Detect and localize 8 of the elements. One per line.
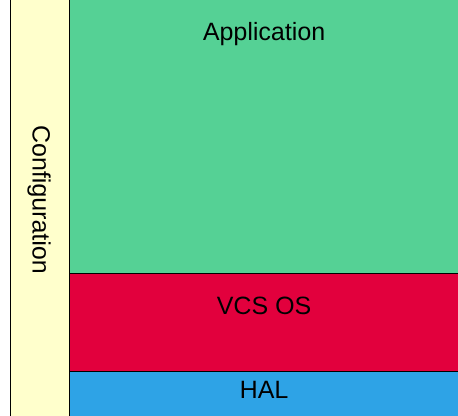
hal-layer xyxy=(69,371,458,416)
layer-label: HAL xyxy=(240,376,288,405)
layer-label: Configuration xyxy=(26,125,54,274)
layer-label: VCS OS xyxy=(216,292,312,321)
application-layer xyxy=(69,0,458,274)
layer-label: Application xyxy=(202,18,326,47)
configuration-column xyxy=(10,0,70,416)
os-layer xyxy=(69,273,458,372)
